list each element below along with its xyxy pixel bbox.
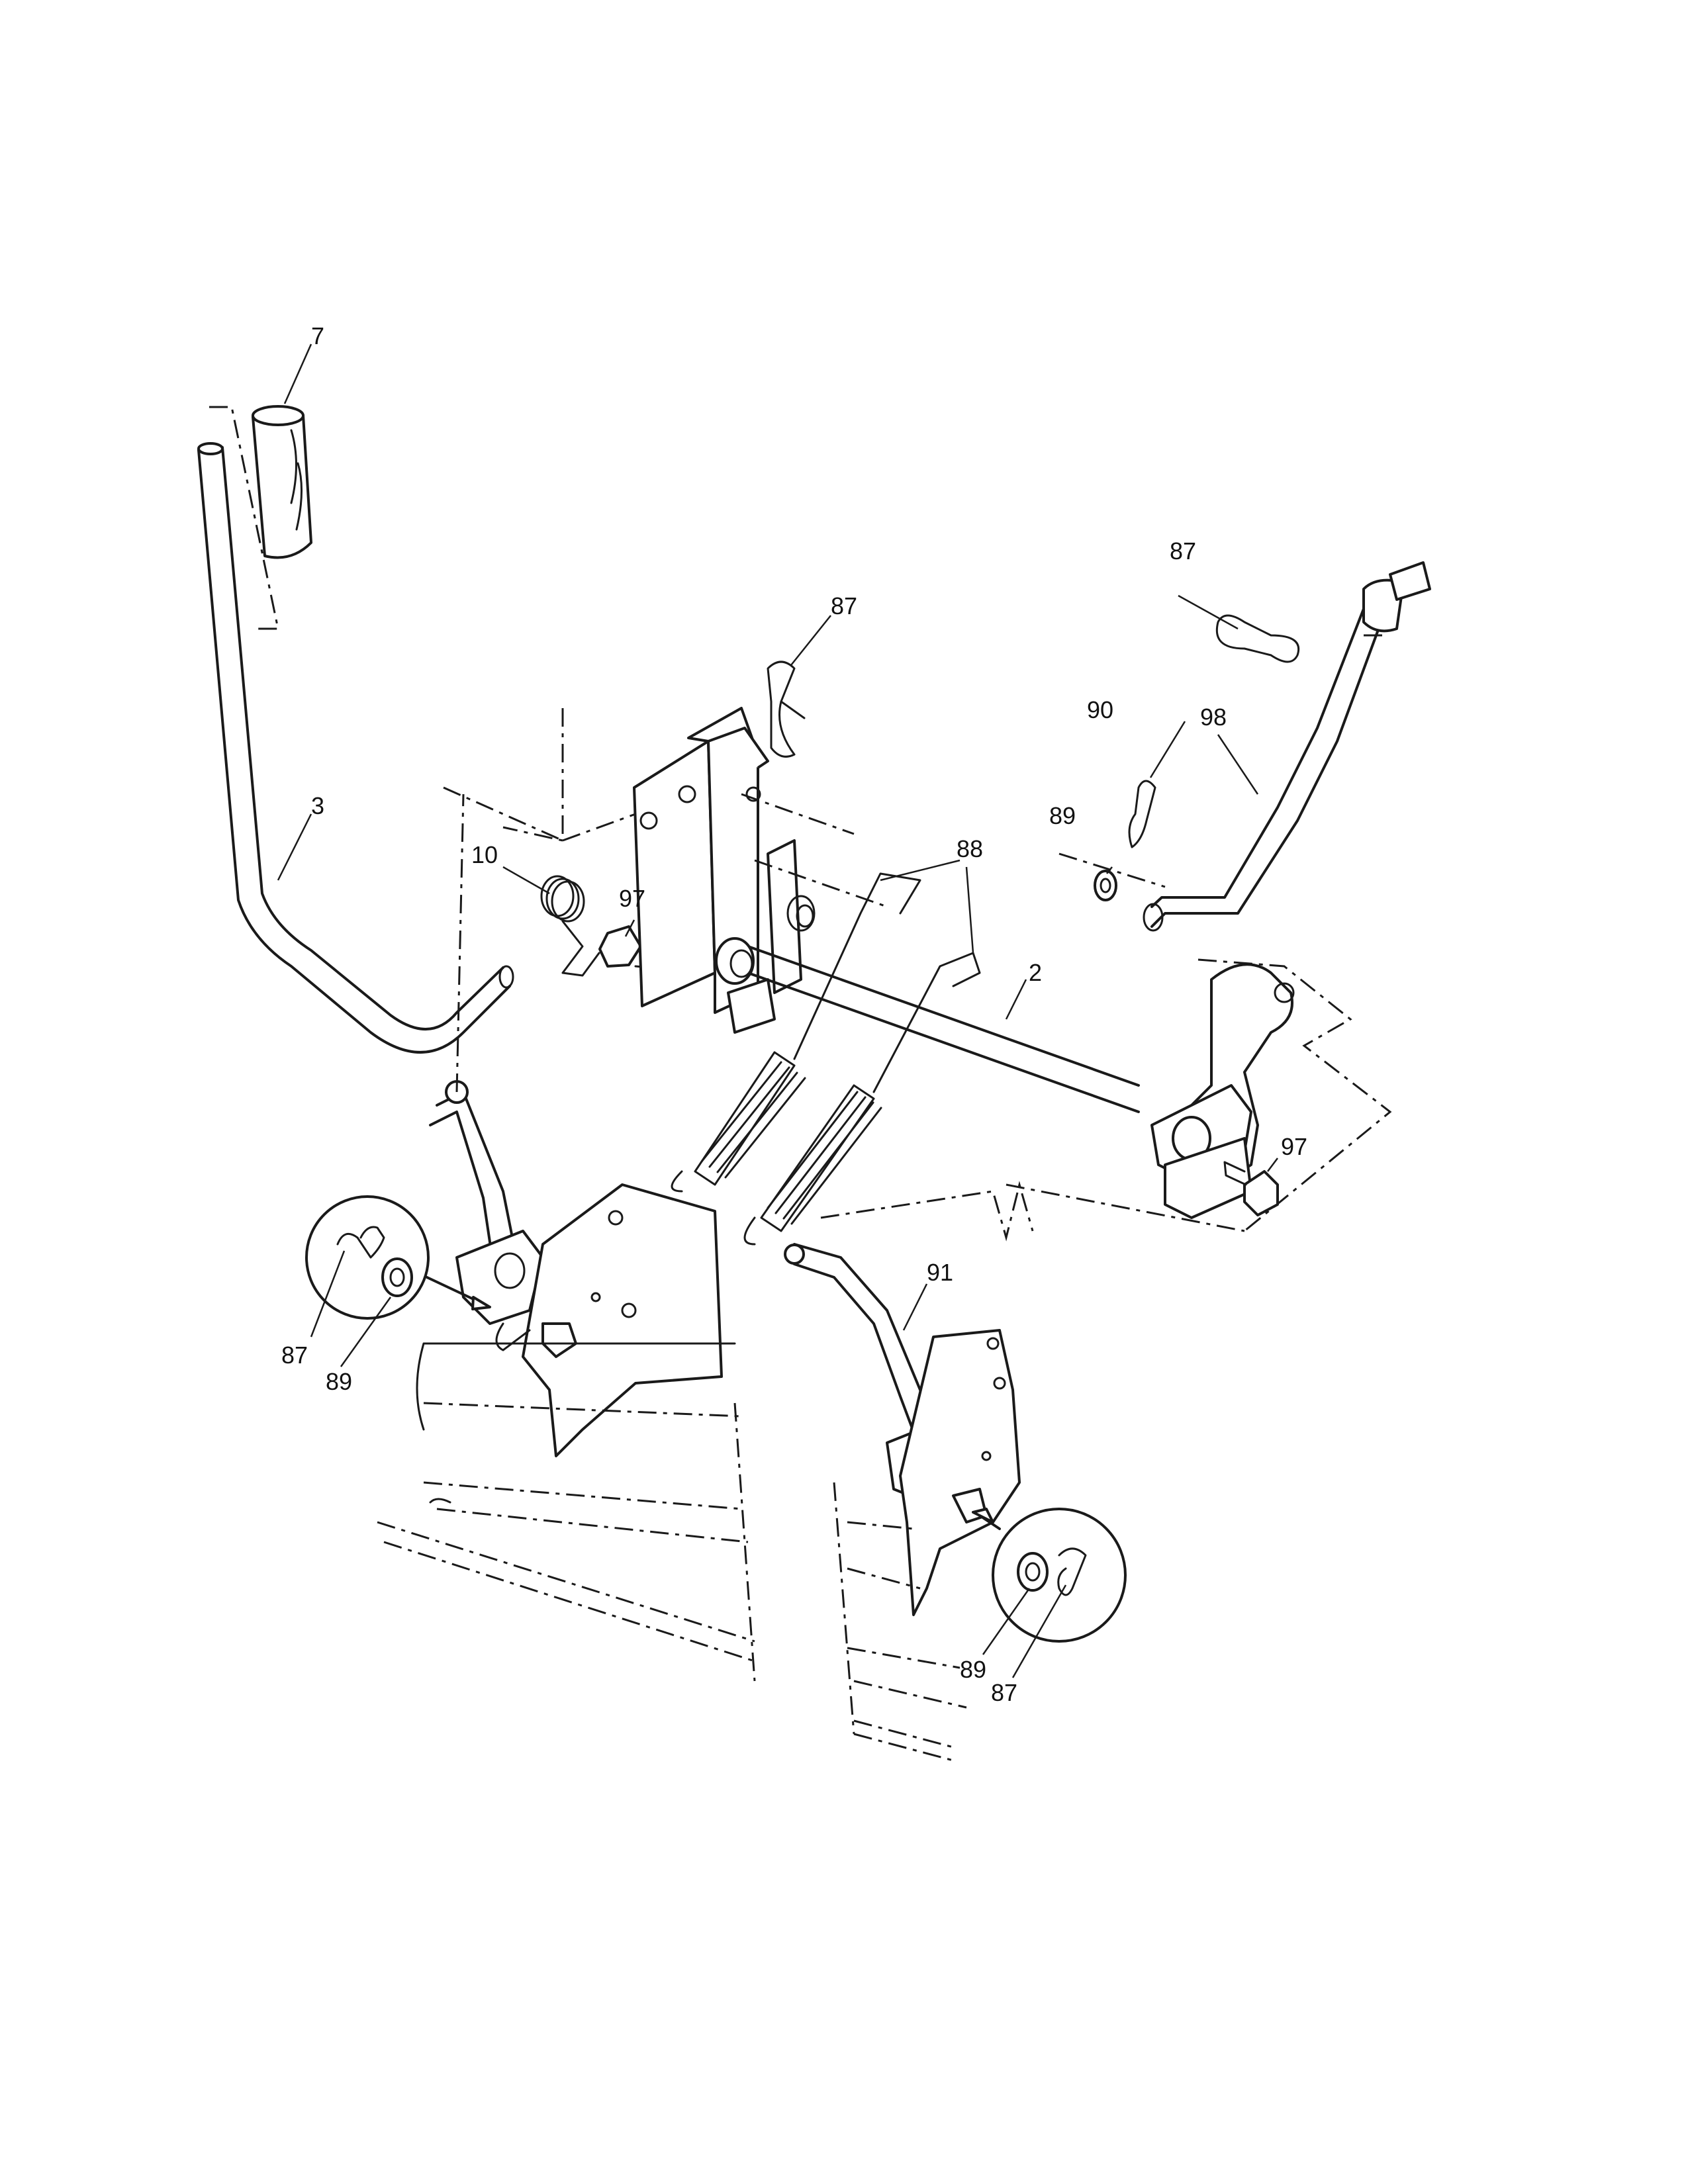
callout-97-left: 97 [619,885,645,912]
right-deck-outline [833,1482,967,1762]
callout-87-left-detail: 87 [281,1342,308,1369]
callout-labels: 7 87 87 3 10 97 88 90 98 89 2 97 91 87 8… [281,322,1307,1706]
center-bracket [443,707,888,1034]
detail-circle-right [972,1508,1127,1643]
left-deck-outline [377,1402,756,1682]
callout-10: 10 [471,841,498,868]
callout-91: 91 [927,1259,953,1286]
callout-98: 98 [1200,704,1227,731]
right-deck-plate [899,1329,1021,1616]
hairpin-clip-center [767,660,806,758]
callout-89-rear: 89 [1049,802,1076,829]
callout-89-right-detail: 89 [960,1656,986,1683]
left-deck-plate [416,1183,736,1457]
callout-90: 90 [1087,696,1113,723]
cross-shaft [715,937,1140,1113]
callout-2: 2 [1029,959,1042,986]
rear-lift-rod [1143,561,1431,932]
handle-grip [252,405,312,559]
hairpin-clip-top-right [1216,614,1299,663]
callout-87-top-right: 87 [1170,537,1196,565]
left-lift-link [429,794,544,1325]
hex-bolt-right [1223,1161,1279,1216]
detail-circle-left [305,1195,491,1320]
callout-7: 7 [311,322,324,349]
right-lift-bracket [820,958,1392,1242]
callout-88: 88 [957,835,983,862]
clip-and-washer-rear [1058,780,1166,901]
callout-87-right-detail: 87 [991,1679,1017,1706]
torsion-spring [540,875,600,977]
lift-handle [197,406,514,1054]
leader-lines [277,343,1278,1678]
callout-3: 3 [311,792,324,819]
callout-87-top: 87 [831,592,857,619]
callout-97-right: 97 [1281,1133,1307,1160]
callout-89-left-detail: 89 [326,1368,352,1395]
